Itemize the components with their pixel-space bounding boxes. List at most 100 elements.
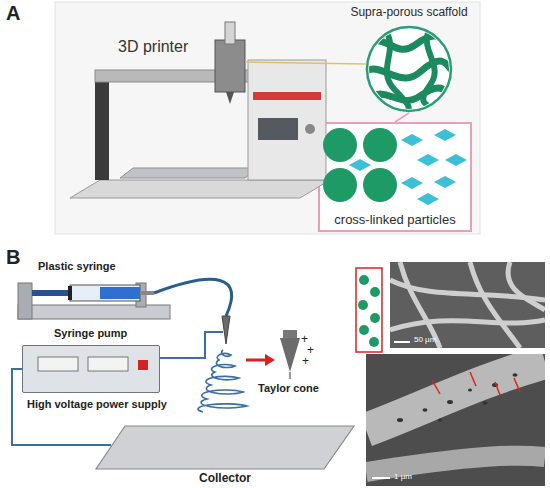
printer-body: [248, 60, 326, 180]
particle: [363, 128, 397, 162]
printer-screen: [258, 118, 298, 140]
fiber: [365, 36, 455, 50]
sem-fiber: [366, 456, 545, 472]
scale-label: 50 µm: [414, 336, 436, 345]
zoom-circle: Supra-porous scaffold: [365, 25, 453, 113]
sem-image-low: [390, 262, 545, 348]
printer-gantry: [95, 70, 250, 82]
printer-stripe: [253, 92, 321, 100]
sem-fiber: [470, 262, 520, 348]
needle: [222, 316, 230, 344]
crosslinker: [417, 154, 439, 166]
display-window: [38, 357, 78, 371]
cone-nozzle: [283, 330, 297, 338]
pointer-arrow: [432, 380, 440, 394]
cone-jet: [289, 372, 290, 379]
power-button: [138, 360, 148, 370]
printer-illustration: [70, 22, 366, 198]
syringe-liquid: [100, 287, 140, 299]
sem-fiber: [390, 320, 545, 330]
fiber: [368, 88, 452, 101]
plunger-rod: [32, 290, 70, 296]
sem-fiber: [390, 280, 545, 300]
scaffold-fibers: [365, 28, 455, 115]
pore: [513, 373, 518, 377]
particle: [323, 168, 357, 202]
crosslinker: [401, 177, 423, 189]
particle: [358, 300, 368, 310]
hv-wire: [160, 332, 223, 358]
sem-background: [366, 354, 545, 486]
panel-letter: B: [6, 246, 20, 268]
particle: [363, 168, 397, 202]
plate-outline: [96, 426, 354, 469]
device-box: cross-linked particles: [318, 122, 472, 232]
zoom-arrow-head: [265, 354, 275, 366]
pore: [397, 418, 403, 422]
printer-base: [70, 180, 330, 198]
pump-holder: [136, 283, 146, 307]
connector: [12, 369, 111, 445]
particles: [323, 128, 467, 205]
particle: [323, 128, 357, 162]
sem-fiber: [366, 362, 545, 430]
crosslinker: [445, 154, 467, 166]
scale-label: 1 µm: [394, 473, 412, 482]
device-box: High voltage power supply: [22, 345, 160, 393]
schematic-box: [356, 268, 382, 352]
sem-fiber: [400, 262, 440, 348]
pointer-arrow: [470, 372, 476, 386]
scale-bar: [394, 341, 410, 343]
circle-outline: [367, 27, 451, 111]
crosslinker: [434, 176, 456, 188]
crosslinker: [417, 193, 439, 205]
pump-block: [18, 283, 32, 319]
connector: [395, 113, 409, 122]
build-plate: [120, 168, 258, 178]
fiber: [365, 61, 455, 78]
node-label: Collector: [95, 472, 355, 485]
pore: [468, 389, 472, 392]
red-arrows: [432, 372, 520, 395]
node-outline: [365, 25, 453, 113]
collector-plate: Collector: [95, 425, 355, 487]
sem-image-high: [366, 354, 545, 486]
scale-bar: [372, 477, 390, 479]
charge-sign: +: [302, 355, 309, 368]
print-head: [215, 40, 245, 92]
syringe-pump-illustration: [18, 279, 232, 319]
node-label: High voltage power supply: [27, 398, 167, 410]
particle: [359, 325, 369, 335]
particle: [370, 287, 380, 297]
print-cartridge: [225, 22, 235, 44]
part-label: Plastic syringe: [38, 260, 116, 272]
pointer-arrow: [495, 382, 500, 395]
power-supply-details: [38, 332, 223, 371]
node-label: Supra-porous scaffold: [350, 6, 467, 19]
node-label: Syringe pump: [54, 327, 127, 339]
pore: [483, 401, 488, 405]
panel-a-frame: [55, 2, 480, 234]
sem-background: [390, 262, 545, 348]
pore: [492, 383, 498, 387]
charge-sign: +: [307, 344, 314, 357]
fiber: [423, 28, 440, 112]
pore: [447, 400, 453, 404]
printer-knob: [305, 124, 315, 134]
pore: [423, 408, 428, 412]
sem-fiber: [508, 262, 545, 310]
feed-tube: [154, 279, 232, 316]
print-nozzle: [226, 92, 234, 104]
zoom-line: [245, 62, 366, 64]
syringe-tip: [140, 291, 154, 295]
jet-spiral: [198, 350, 247, 412]
charge-sign: +: [301, 333, 308, 346]
display-window: [88, 357, 128, 371]
pores: [397, 373, 518, 422]
crosslinker: [434, 129, 456, 141]
pointer-arrow: [514, 378, 520, 392]
fiber: [385, 30, 409, 115]
device-box: Syringe pump: [18, 277, 170, 321]
